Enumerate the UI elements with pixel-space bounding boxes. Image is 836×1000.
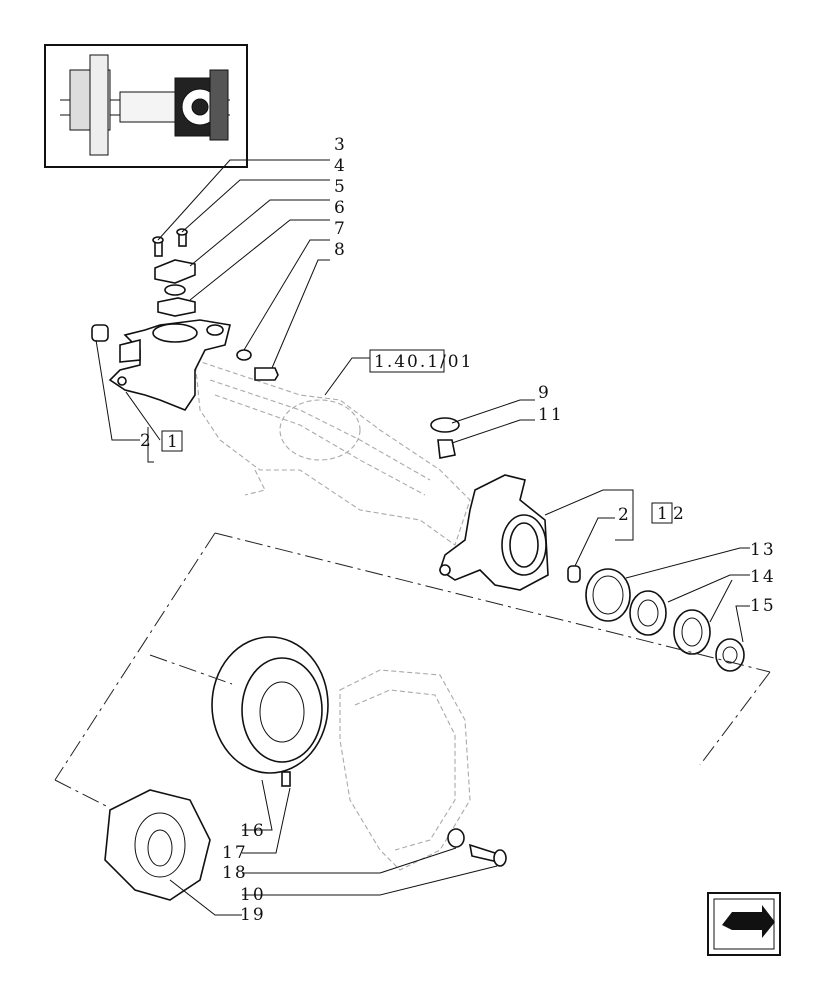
callout-18: 18 (222, 863, 248, 883)
reference-left-box[interactable]: 1 (167, 432, 180, 452)
reference-left-qty: 2 (140, 431, 153, 451)
callout-5: 5 (334, 177, 347, 197)
callout-17: 17 (222, 843, 248, 863)
callout-8: 8 (334, 240, 347, 260)
leader-lines (95, 159, 750, 916)
callout-19: 19 (240, 905, 266, 925)
callout-7: 7 (334, 219, 347, 239)
callout-6: 6 (334, 198, 347, 218)
callout-9: 9 (538, 383, 551, 403)
callout-11: 11 (538, 405, 564, 425)
right-steering-knuckle (430, 417, 549, 591)
reference-right[interactable]: 2 1 2 (618, 502, 686, 525)
reference-main[interactable]: 1.40.1/01 (369, 349, 473, 373)
callout-10: 10 (240, 885, 266, 905)
wheel-bolt (447, 828, 507, 867)
left-steering-knuckle (108, 319, 231, 411)
reference-right-suffix: 2 (673, 504, 686, 524)
callout-13: 13 (750, 540, 776, 560)
callout-16: 16 (240, 821, 266, 841)
callout-15: 15 (750, 596, 776, 616)
axle-housing-outline (194, 359, 471, 871)
callout-4: 4 (334, 156, 347, 176)
reference-right-box[interactable]: 1 (657, 504, 670, 524)
wheel-hub-lower (104, 789, 211, 901)
callout-14: 14 (750, 567, 776, 587)
next-page-arrow-icon[interactable] (707, 892, 781, 956)
hub-bearings (567, 565, 745, 672)
reference-right-qty: 2 (618, 505, 631, 525)
callout-3: 3 (334, 135, 347, 155)
reference-main-label[interactable]: 1.40.1/01 (374, 352, 473, 372)
reference-left[interactable]: 2 1 (140, 430, 183, 452)
axle-thumbnail (44, 44, 248, 168)
wheel-hub-upper (211, 636, 329, 787)
assembly-centerlines (54, 532, 771, 809)
